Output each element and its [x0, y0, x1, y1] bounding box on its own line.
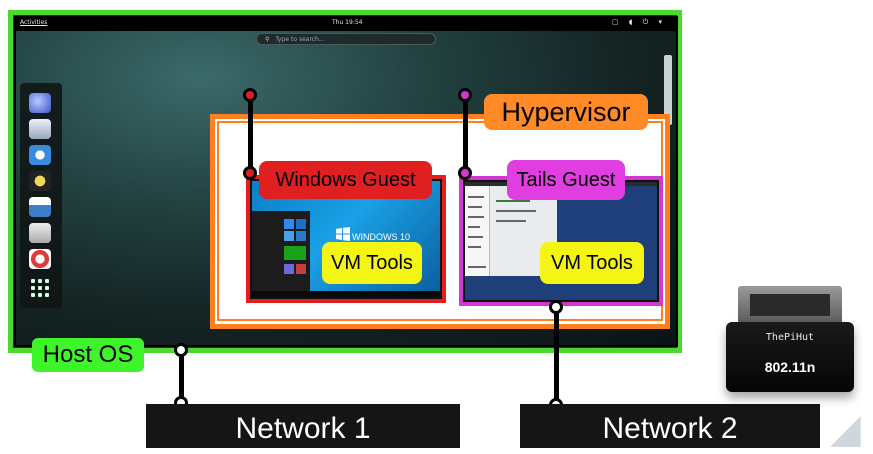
app-grid-icon[interactable] [31, 279, 49, 297]
workspace-scrollbar[interactable] [664, 55, 672, 125]
watermark-graphic: ◢ [830, 406, 861, 452]
windows-logo-icon [336, 226, 350, 241]
tails-connector-dot-top [458, 88, 472, 102]
network-1-bar: Network 1 [146, 404, 460, 448]
files-icon[interactable] [29, 223, 51, 243]
tails-guest-label: Tails Guest [507, 160, 625, 200]
audio-icon[interactable] [29, 171, 51, 191]
windows-guest-label: Windows Guest [259, 161, 432, 199]
tails-menu-categories [465, 186, 490, 276]
chat-icon[interactable] [29, 145, 51, 165]
network-2-bar: Network 2 [520, 404, 820, 448]
search-icon: ⚲ [265, 36, 270, 43]
tails-connector-dot-bottom [458, 166, 472, 180]
network1-connector-line [179, 352, 184, 408]
network2-connector-line [554, 306, 559, 406]
clock[interactable]: Thu 19:54 [332, 19, 363, 26]
windows-connector-dot-top [243, 88, 257, 102]
help-icon[interactable] [29, 249, 51, 269]
tails-vm-tools-label: VM Tools [540, 242, 644, 284]
network2-connector-dot-top [549, 300, 563, 314]
tails-connector-line [463, 96, 468, 174]
windows-taskbar [252, 291, 440, 297]
host-topbar: Activities Thu 19:54 ▢ ◖ ⏻ ▾ [14, 16, 678, 31]
usb-model-text: 802.11n [764, 359, 816, 375]
app-dock [20, 83, 62, 308]
activities-button[interactable]: Activities [20, 19, 48, 26]
usb-plug-contacts [750, 294, 830, 316]
cloud-icon[interactable] [29, 119, 51, 139]
document-icon[interactable] [29, 197, 51, 217]
network1-connector-dot-top [174, 343, 188, 357]
browser-icon[interactable] [29, 93, 51, 113]
search-field[interactable]: ⚲ Type to search... [256, 33, 436, 45]
search-placeholder: Type to search... [275, 36, 325, 43]
hypervisor-label: Hypervisor [484, 94, 648, 130]
host-os-label: Host OS [32, 338, 144, 372]
windows-version-text: WINDOWS 10 [352, 232, 411, 242]
system-tray-icons[interactable]: ▢ ◖ ⏻ ▾ [611, 18, 666, 26]
windows-connector-line [248, 96, 253, 174]
usb-wifi-adapter [726, 322, 854, 392]
usb-brand-text: ThePiHut [765, 332, 815, 343]
windows-connector-dot-bottom [243, 166, 257, 180]
windows-vm-tools-label: VM Tools [322, 242, 422, 284]
